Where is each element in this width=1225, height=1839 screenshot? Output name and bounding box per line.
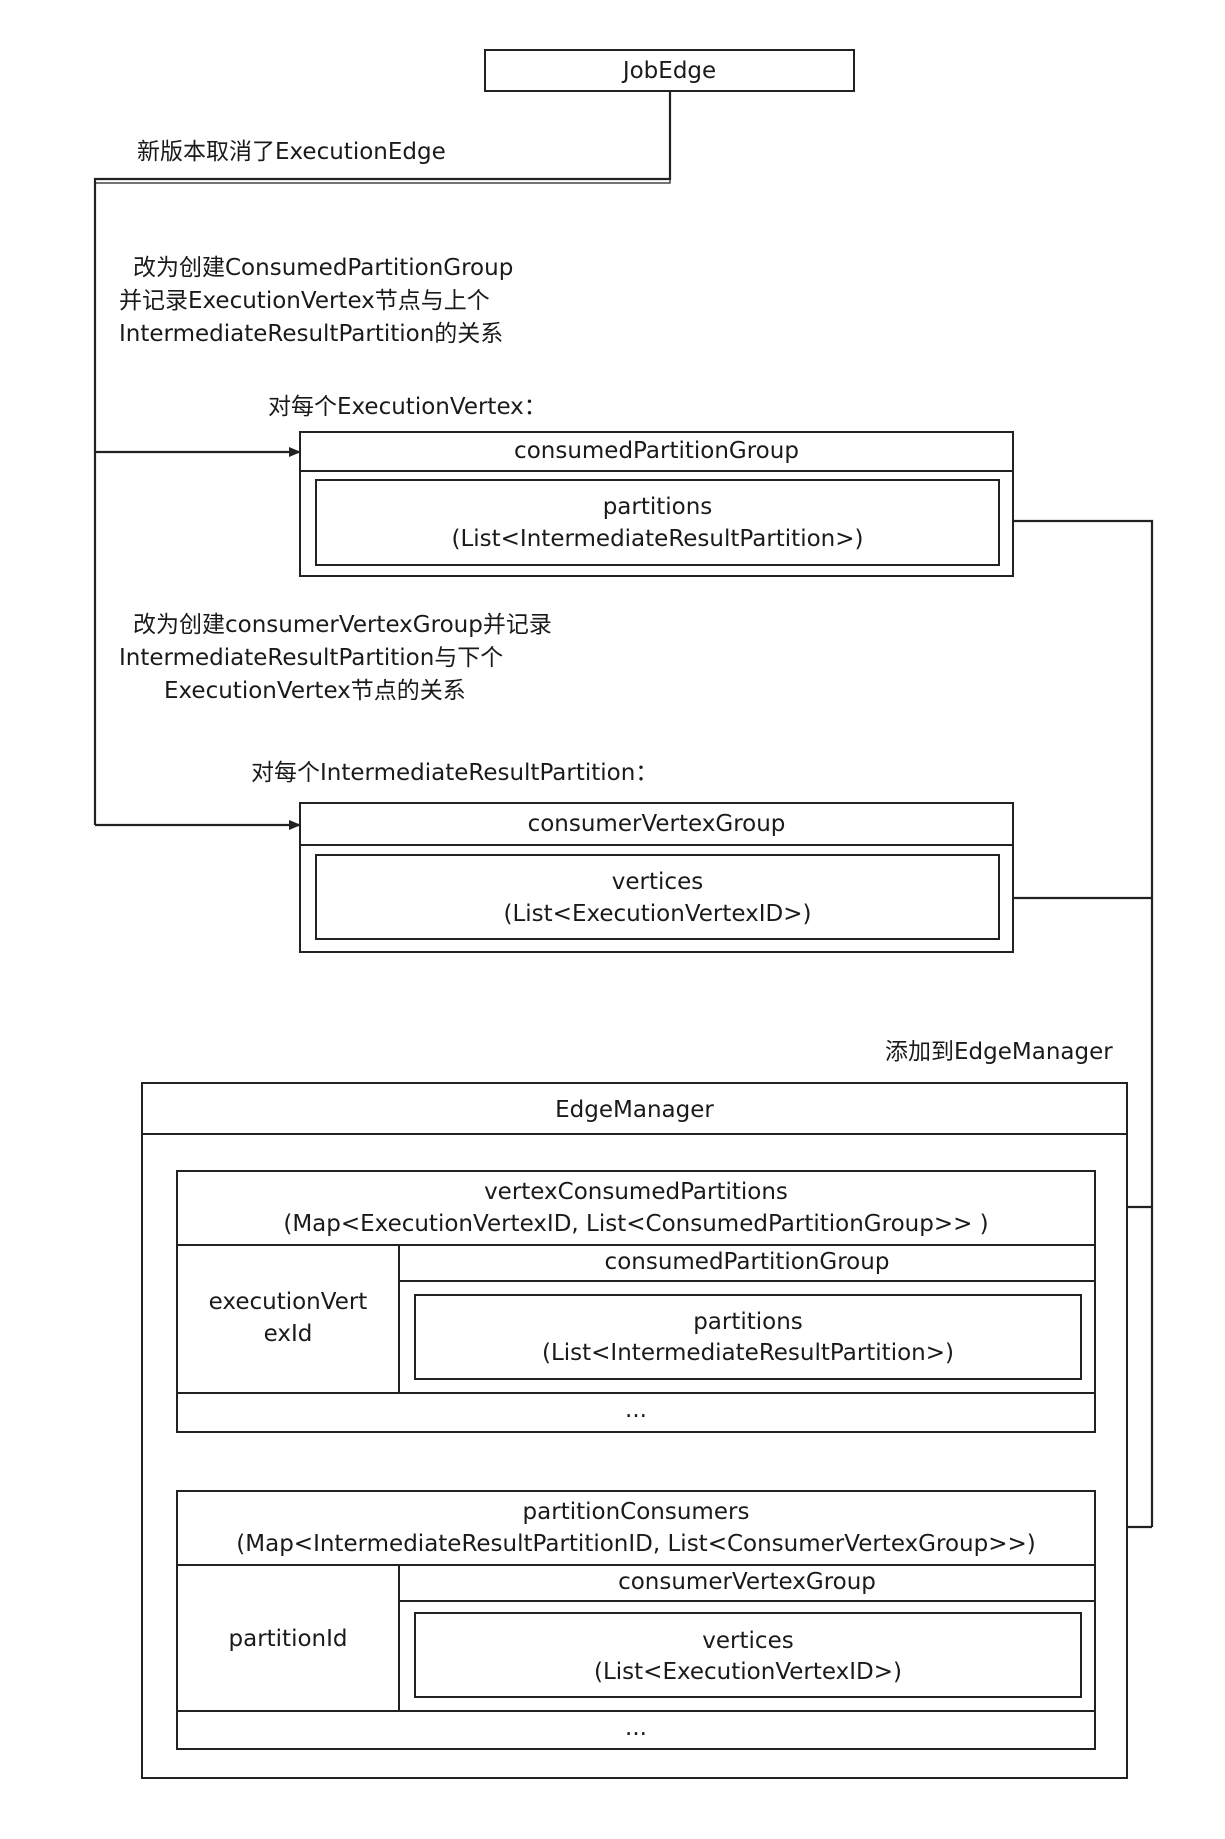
value-vertices-field-type: (List<ExecutionVertexID>)	[594, 1659, 902, 1685]
annotation-removed-execution-edge: 新版本取消了ExecutionEdge	[137, 139, 446, 165]
vertices-field: vertices (List<ExecutionVertexID>)	[315, 854, 1000, 940]
partition-consumers-map: partitionConsumers (Map<IntermediateResu…	[176, 1490, 1096, 1750]
partition-consumers-title: partitionConsumers	[522, 1499, 750, 1525]
consumed-partition-group-node: consumedPartitionGroup partitions (List<…	[299, 431, 1014, 577]
vertex-consumed-partitions-title: vertexConsumedPartitions	[484, 1179, 788, 1205]
partitions-field: partitions (List<IntermediateResultParti…	[315, 479, 1000, 566]
more-entries-ellipsis: ...	[625, 1397, 647, 1423]
execution-vertex-id-key-1: executionVert	[208, 1289, 368, 1315]
job-edge-label: JobEdge	[622, 58, 717, 84]
value-partitions-field-name: partitions	[693, 1309, 803, 1335]
vertices-field-type: (List<ExecutionVertexID>)	[503, 901, 812, 927]
value-vertices-field: vertices (List<ExecutionVertexID>)	[414, 1612, 1082, 1698]
annotation-add-to-edge-manager: 添加到EdgeManager	[885, 1039, 1113, 1065]
vertex-consumed-partitions-map: vertexConsumedPartitions (Map<ExecutionV…	[176, 1170, 1096, 1433]
annotation-create-consumed-partition-group-3: IntermediateResultPartition的关系	[119, 321, 504, 347]
value-title-divider	[400, 1600, 1094, 1602]
map-header-divider	[178, 1244, 1094, 1246]
consumed-partition-group-title: consumedPartitionGroup	[514, 438, 799, 464]
value-title-divider	[400, 1280, 1094, 1282]
job-edge-connector	[93, 90, 672, 825]
value-vertices-field-name: vertices	[702, 1628, 794, 1654]
annotation-create-consumer-vertex-group-2: IntermediateResultPartition与下个	[119, 645, 504, 671]
partition-id-key: partitionId	[228, 1626, 348, 1652]
title-divider	[143, 1133, 1126, 1135]
partition-consumers-type: (Map<IntermediateResultPartitionID, List…	[236, 1531, 1036, 1557]
consumer-vertex-group-value-title: consumerVertexGroup	[618, 1569, 876, 1595]
partitions-field-type: (List<IntermediateResultPartition>)	[451, 526, 864, 552]
edge-manager-connector	[1001, 519, 1154, 1527]
vertices-field-name: vertices	[611, 869, 704, 895]
annotation-for-each-execution-vertex: 对每个ExecutionVertex：	[268, 394, 547, 420]
key-value-divider	[398, 1564, 400, 1711]
annotation-create-consumer-vertex-group-3: ExecutionVertex节点的关系	[164, 678, 466, 704]
partitions-field-name: partitions	[602, 494, 713, 520]
title-divider	[301, 844, 1012, 846]
value-partitions-field-type: (List<IntermediateResultPartition>)	[541, 1340, 954, 1366]
consumer-vertex-group-title: consumerVertexGroup	[527, 811, 786, 837]
annotation-create-consumed-partition-group-1: 改为创建ConsumedPartitionGroup	[133, 255, 514, 281]
more-entries-ellipsis: ...	[625, 1715, 647, 1741]
title-divider	[301, 470, 1012, 472]
job-edge-node: JobEdge	[484, 49, 855, 92]
map-footer-divider	[178, 1710, 1094, 1712]
key-value-divider	[398, 1244, 400, 1393]
annotation-create-consumed-partition-group-2: 并记录ExecutionVertex节点与上个	[119, 288, 490, 314]
edge-manager-title: EdgeManager	[555, 1097, 714, 1123]
map-footer-divider	[178, 1392, 1094, 1394]
edge-manager-node: EdgeManager vertexConsumedPartitions (Ma…	[141, 1082, 1128, 1779]
map-header-divider	[178, 1564, 1094, 1566]
consumer-vertex-group-node: consumerVertexGroup vertices (List<Execu…	[299, 802, 1014, 953]
annotation-create-consumer-vertex-group-1: 改为创建consumerVertexGroup并记录	[133, 612, 552, 638]
annotation-for-each-partition: 对每个IntermediateResultPartition：	[251, 760, 659, 786]
consumed-partition-group-value-title: consumedPartitionGroup	[604, 1249, 890, 1275]
vertex-consumed-partitions-type: (Map<ExecutionVertexID, List<ConsumedPar…	[283, 1211, 989, 1237]
execution-vertex-id-key-2: exId	[263, 1321, 313, 1347]
value-partitions-field: partitions (List<IntermediateResultParti…	[414, 1294, 1082, 1380]
